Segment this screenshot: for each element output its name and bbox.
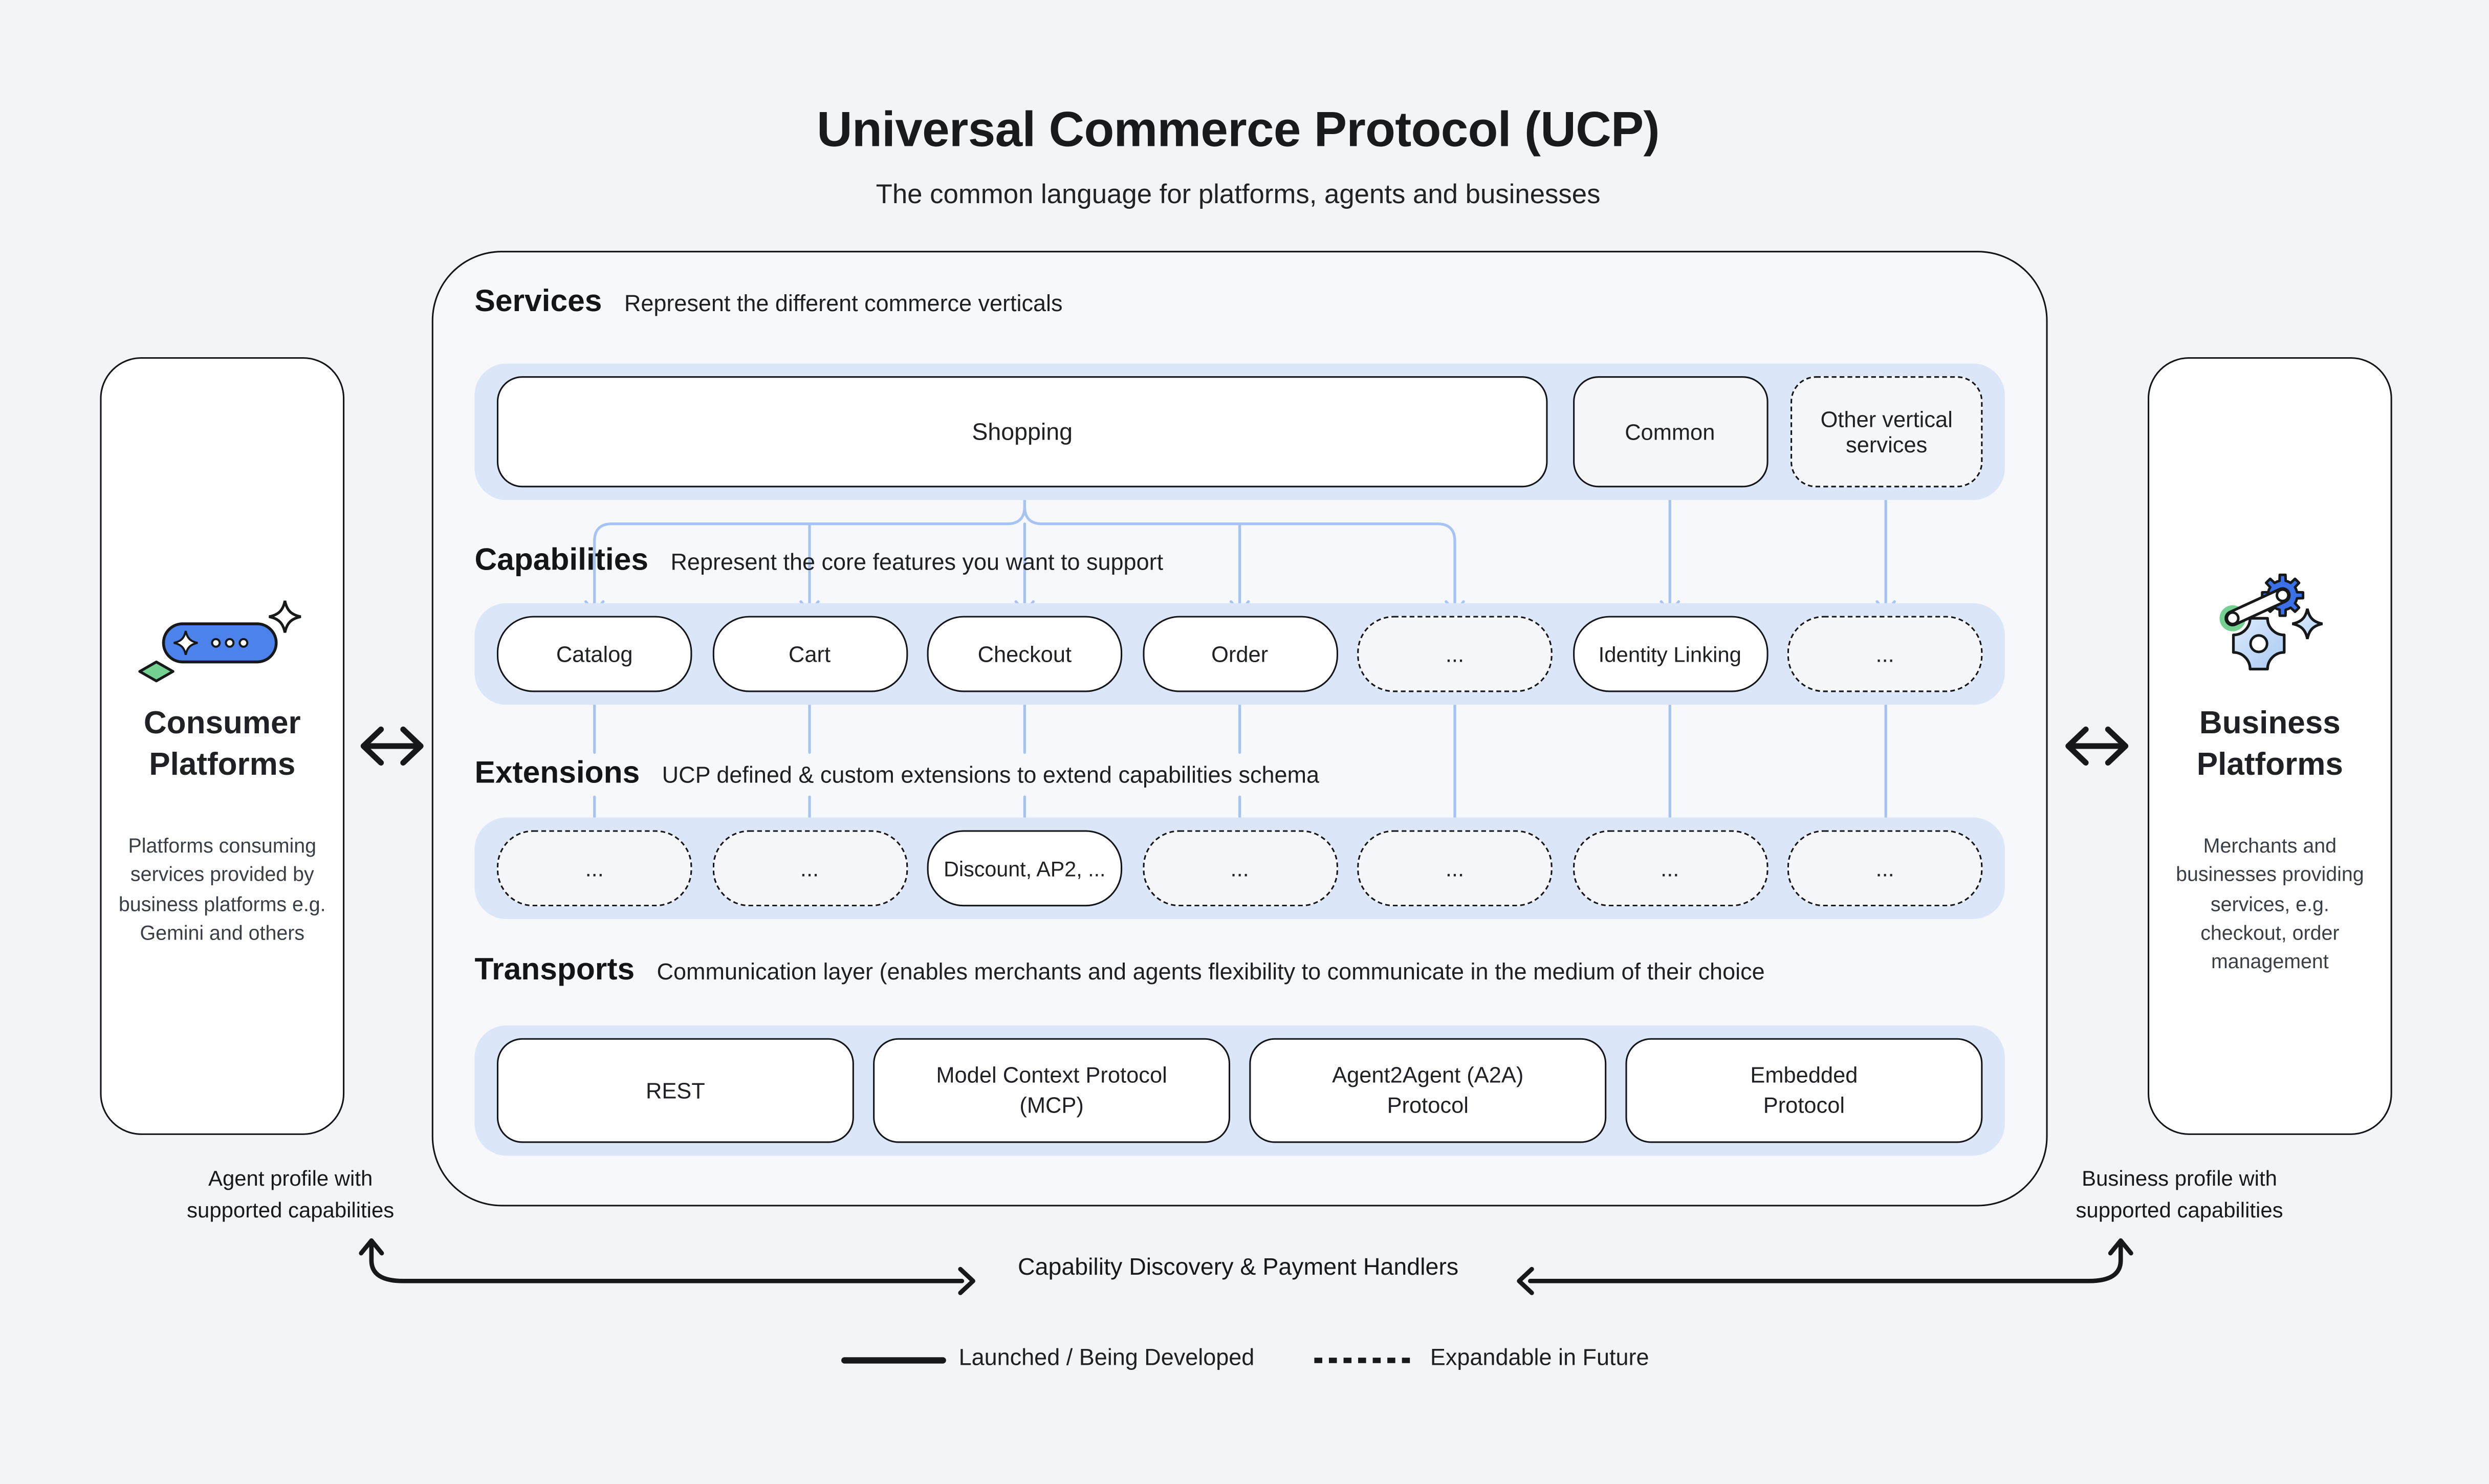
capability-discovery-label: Capability Discovery & Payment Handlers <box>1017 1254 1459 1281</box>
consumer-platforms-card: Consumer Platforms Platforms consuming s… <box>100 357 345 1135</box>
service-other-vertical: Other vertical services <box>1791 376 1983 488</box>
extension-slot-6: ... <box>1572 830 1768 907</box>
extension-slot-2: ... <box>712 830 907 907</box>
extension-slot-5: ... <box>1357 830 1553 907</box>
capabilities-header: Capabilities Represent the core features… <box>474 543 1163 579</box>
legend-dashed-line <box>1314 1358 1416 1363</box>
chat-sparkle-icon <box>138 600 301 683</box>
transports-title: Transports <box>474 952 635 988</box>
capability-catalog: Catalog <box>496 616 692 692</box>
transport-a2a: Agent2Agent (A2A) Protocol <box>1249 1038 1607 1143</box>
agent-profile-caption: Agent profile with supported capabilitie… <box>187 1166 395 1221</box>
legend-solid-label: Launched / Being Developed <box>958 1346 1255 1372</box>
capabilities-title: Capabilities <box>474 542 649 578</box>
capability-more-2: ... <box>1787 616 1983 692</box>
extensions-header: Extensions UCP defined & custom extensio… <box>474 756 1319 792</box>
transport-rest: REST <box>496 1038 854 1143</box>
extensions-description: UCP defined & custom extensions to exten… <box>662 763 1319 789</box>
capabilities-description: Represent the core features you want to … <box>670 551 1164 577</box>
gear-integration-icon <box>2219 573 2323 671</box>
transports-header: Transports Communication layer (enables … <box>474 952 1764 989</box>
page-title: Universal Commerce Protocol (UCP) <box>817 101 1660 158</box>
page-subtitle: The common language for platforms, agent… <box>876 179 1601 210</box>
extensions-band: ... ... Discount, AP2, ... ... ... ... .… <box>474 817 2005 920</box>
capability-cart: Cart <box>712 616 907 692</box>
transport-mcp: Model Context Protocol (MCP) <box>873 1038 1231 1143</box>
business-platforms-card: Business Platforms Merchants and busines… <box>2148 357 2392 1135</box>
service-common: Common <box>1572 376 1768 488</box>
service-shopping: Shopping <box>496 376 1548 488</box>
services-title: Services <box>474 284 602 319</box>
services-band: Shopping Common Other vertical services <box>474 363 2005 500</box>
capabilities-band: Catalog Cart Checkout Order ... Identity… <box>474 603 2005 705</box>
transport-embedded: Embedded Protocol <box>1625 1038 1983 1143</box>
consumer-card-description: Platforms consuming services provided by… <box>118 835 326 945</box>
legend-dashed-label: Expandable in Future <box>1430 1346 1649 1372</box>
left-sync-arrow-icon <box>360 726 424 766</box>
capability-order: Order <box>1142 616 1338 692</box>
business-profile-caption: Business profile with supported capabili… <box>2076 1166 2283 1221</box>
extensions-title: Extensions <box>474 755 640 791</box>
consumer-card-title: Consumer Platforms <box>143 706 301 782</box>
transports-description: Communication layer (enables merchants a… <box>657 960 1765 986</box>
capability-identity-linking: Identity Linking <box>1572 616 1768 692</box>
extension-slot-1: ... <box>496 830 692 907</box>
legend-solid-line <box>841 1357 946 1363</box>
extension-slot-7: ... <box>1787 830 1983 907</box>
transports-band: REST Model Context Protocol (MCP) Agent2… <box>474 1025 2005 1156</box>
right-sync-arrow-icon <box>2065 726 2129 766</box>
capability-discovery-arrow <box>359 1238 2133 1295</box>
business-card-title: Business Platforms <box>2196 706 2343 782</box>
extension-discount-ap2: Discount, AP2, ... <box>927 830 1123 907</box>
ucp-core-panel: Services Represent the different commerc… <box>431 251 2048 1207</box>
capability-more: ... <box>1357 616 1553 692</box>
services-description: Represent the different commerce vertica… <box>624 292 1063 318</box>
business-card-description: Merchants and businesses providing servi… <box>2176 835 2364 974</box>
extension-slot-4: ... <box>1142 830 1338 907</box>
capability-checkout: Checkout <box>927 616 1123 692</box>
services-header: Services Represent the different commerc… <box>474 284 1062 320</box>
